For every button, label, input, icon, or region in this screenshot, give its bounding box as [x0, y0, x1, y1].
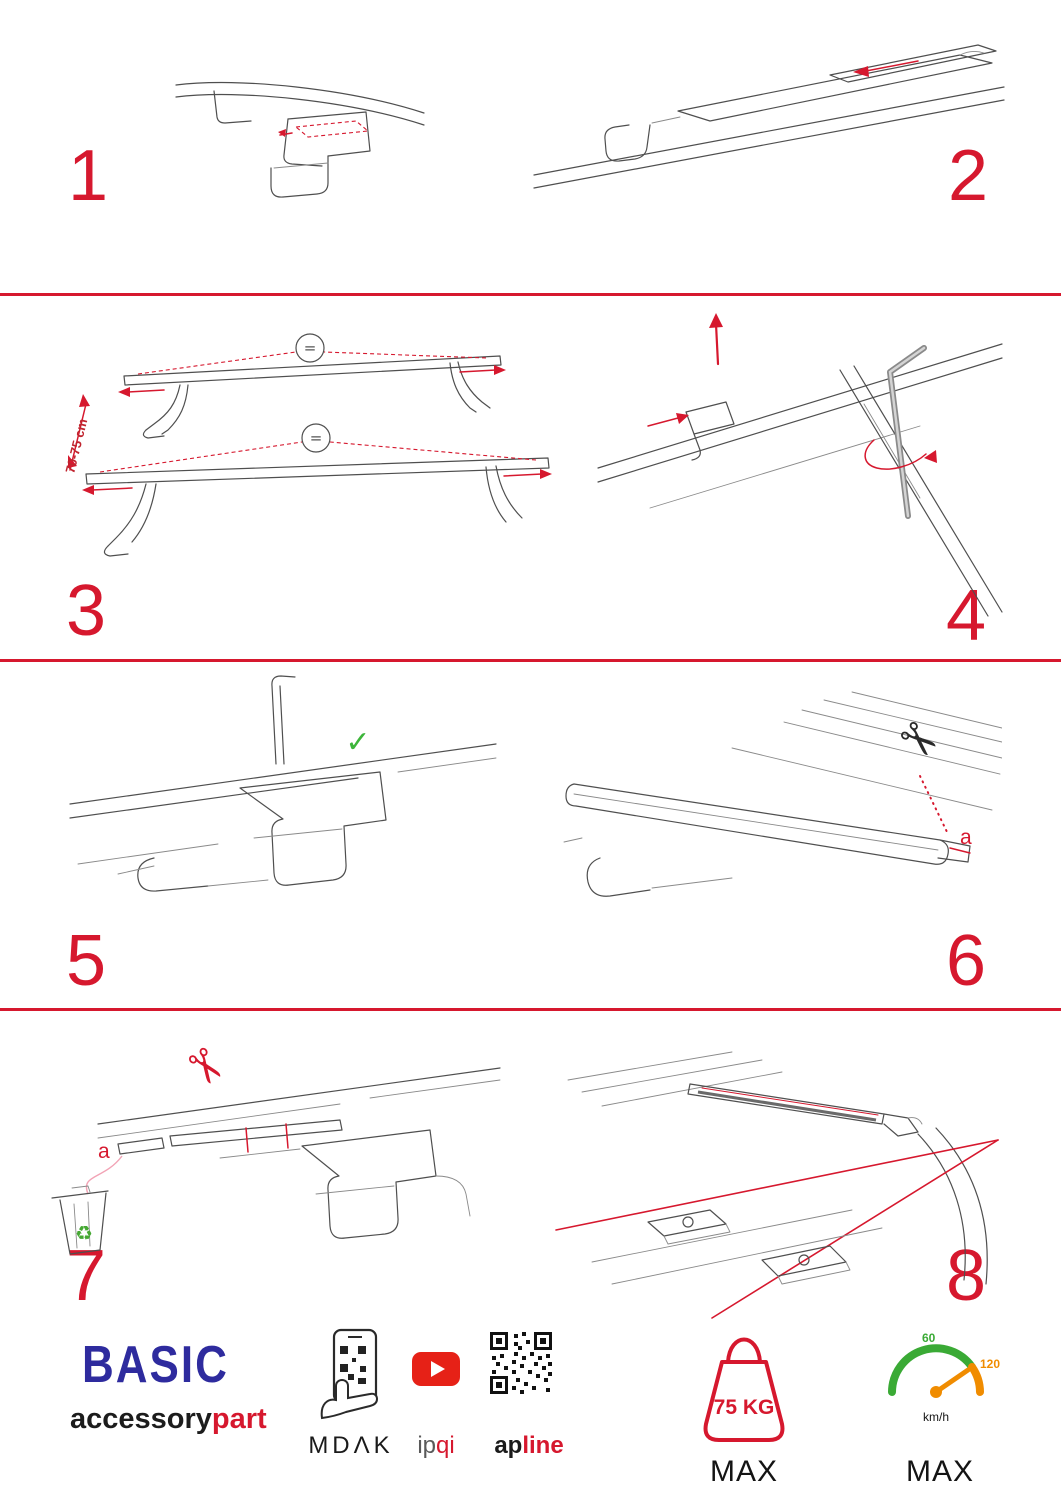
- speed-60-label: 60: [922, 1331, 936, 1345]
- step-8-illustration: [555, 1051, 999, 1319]
- brand-logo: BASIC: [82, 1336, 229, 1394]
- speed-unit-label: km/h: [923, 1410, 949, 1424]
- equal-badge: =: [304, 339, 317, 357]
- step-number-8: 8: [946, 1236, 987, 1316]
- step-6-illustration: ✂ a: [563, 691, 1002, 897]
- recycle-icon: ♻: [75, 1221, 93, 1245]
- step-2-illustration: [533, 44, 1005, 189]
- max-weight-label: MAX: [709, 1455, 778, 1488]
- partner-ipqi-label: ipqi: [417, 1432, 455, 1459]
- step-number-5: 5: [66, 921, 107, 1001]
- equal-badge: =: [310, 429, 323, 447]
- step-5-illustration: ✓: [69, 675, 497, 892]
- slide-arrow: [865, 60, 919, 72]
- crossbar-distance-label: 70-75 cm: [62, 417, 90, 475]
- cut-piece-label: a: [960, 826, 972, 849]
- partner-apline-label: apline: [494, 1432, 564, 1459]
- push-up-arrow: [714, 322, 720, 366]
- step-number-6: 6: [946, 921, 987, 1001]
- section-divider: [0, 1008, 1061, 1011]
- step-7-illustration: ✂ a ♻: [51, 1036, 501, 1255]
- step-number-4: 4: [946, 576, 987, 656]
- step-number-3: 3: [66, 571, 107, 651]
- scissors-icon: ✂: [172, 1036, 238, 1099]
- step-number-1: 1: [68, 136, 109, 216]
- youtube-icon: [412, 1352, 460, 1386]
- max-speed-icon: 60 120 km/h: [888, 1331, 1000, 1424]
- step-4-illustration: [597, 313, 1003, 617]
- step-1-illustration: [175, 81, 425, 198]
- speed-120-label: 120: [980, 1357, 1000, 1371]
- section-divider: [0, 293, 1061, 296]
- max-speed-label: MAX: [905, 1455, 974, 1488]
- step-3-illustration: = = 70-75 cm: [62, 333, 552, 557]
- section-divider: [0, 659, 1061, 662]
- qr-code-icon: [490, 1332, 552, 1394]
- max-weight-icon: 75 KG: [703, 1337, 785, 1442]
- rotate-arrow: [864, 439, 927, 470]
- max-weight-value: 75 KG: [714, 1396, 775, 1419]
- partner-mdak-label: MDΛK: [308, 1432, 394, 1459]
- brand-subtitle: accessorypart: [70, 1403, 267, 1435]
- check-icon: ✓: [345, 725, 370, 760]
- phone-qr-scan-icon: [320, 1328, 379, 1420]
- step-number-2: 2: [948, 136, 989, 216]
- cut-piece-label: a: [98, 1140, 110, 1163]
